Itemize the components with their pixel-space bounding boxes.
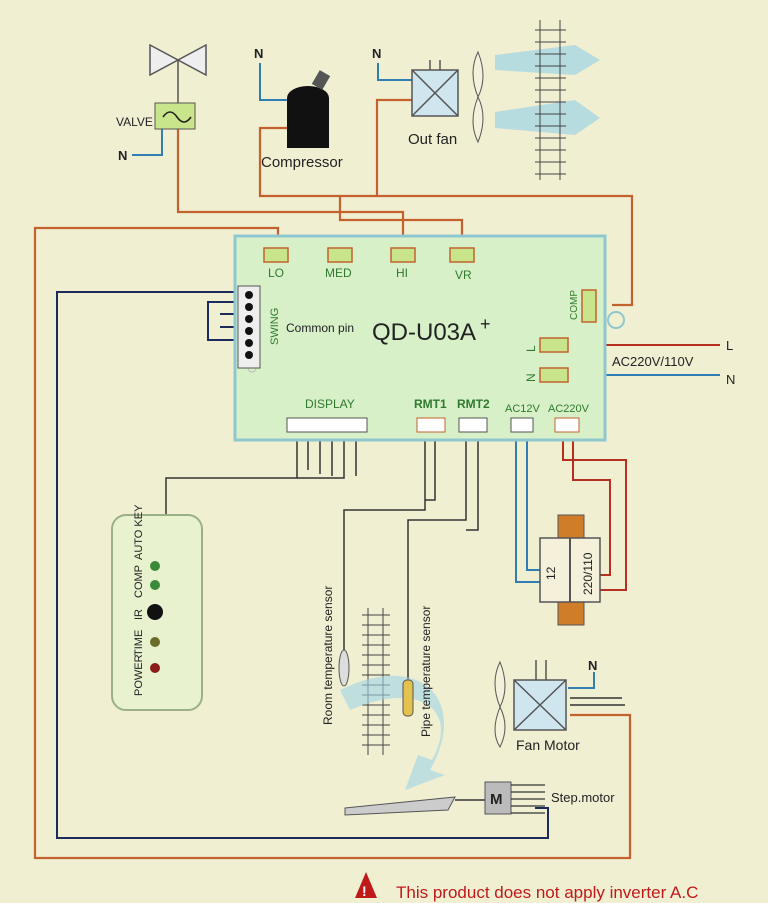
port-n: N xyxy=(524,373,538,382)
warning-text: This product does not apply inverter A.C xyxy=(396,883,698,902)
compressor-label: Compressor xyxy=(261,154,343,171)
ac12v-connector xyxy=(510,417,534,433)
room-sensor-probe-icon xyxy=(338,649,350,687)
power-l-label: L xyxy=(726,338,733,353)
valve-n-label: N xyxy=(118,148,127,163)
port-rmt2: RMT2 xyxy=(457,397,490,411)
display-leds xyxy=(147,561,163,673)
power-n-label: N xyxy=(726,372,735,387)
port-med: MED xyxy=(325,266,352,280)
valve-label: VALVE xyxy=(116,115,153,129)
condenser-coil-icon xyxy=(535,20,566,180)
port-vr: VR xyxy=(455,268,472,282)
port-lo: LO xyxy=(268,266,284,280)
evaporator-coil-icon xyxy=(362,608,390,755)
port-ac12v: AC12V xyxy=(505,403,541,415)
port-rmt1: RMT1 xyxy=(414,397,447,411)
fan-motor-n-label: N xyxy=(588,658,597,673)
port-comp: COMP xyxy=(569,290,580,320)
display-label-auto-key: AUTO KEY xyxy=(133,504,145,560)
svg-text:!: ! xyxy=(362,883,367,899)
orange-wires xyxy=(33,98,634,860)
step-motor-terminals xyxy=(511,784,545,814)
power-supply-label: AC220V/110V xyxy=(612,354,694,369)
port-ac220v: AC220V xyxy=(548,403,590,415)
out-fan-n-label: N xyxy=(372,46,381,61)
out-fan-airflow-icon xyxy=(495,45,600,135)
display-labels: AUTO KEY COMP IR TIME POWER xyxy=(133,504,145,696)
step-motor-label: Step.motor xyxy=(551,790,615,805)
out-fan-blade-icon xyxy=(472,50,484,144)
pipe-sensor-probe-icon xyxy=(402,679,414,717)
swing-pins xyxy=(245,291,253,359)
step-motor-icon xyxy=(484,781,512,815)
out-fan-motor-icon xyxy=(411,60,459,117)
port-swing: SWING xyxy=(269,308,281,345)
ac220v-connector xyxy=(554,417,580,433)
mount-hole-right xyxy=(607,311,625,329)
board-model: QD-U03A xyxy=(372,319,476,346)
louver-icon xyxy=(344,796,456,816)
display-label-power: POWER xyxy=(133,654,145,696)
display-connector xyxy=(286,417,368,433)
valve-symbol-icon xyxy=(149,43,207,103)
display-label-comp: COMP xyxy=(133,565,145,598)
fan-motor-blade-icon xyxy=(494,660,506,748)
fan-motor-icon xyxy=(513,660,567,731)
valve-coil-symbol-icon xyxy=(162,111,192,123)
out-fan-label: Out fan xyxy=(408,131,457,148)
fan-motor-label: Fan Motor xyxy=(516,737,580,753)
step-motor-mark: M xyxy=(490,791,503,808)
room-sensor-label: Room temperature sensor xyxy=(321,586,335,725)
port-l: L xyxy=(524,345,538,352)
compressor-icon xyxy=(287,70,331,148)
terminal-blocks xyxy=(263,247,597,383)
board-model-sup: + xyxy=(480,314,491,334)
warning-icon: ! xyxy=(355,872,377,899)
transformer-primary-label: 220/110 xyxy=(581,552,595,595)
port-display: DISPLAY xyxy=(305,397,355,411)
rmt2-connector xyxy=(458,417,488,433)
compressor-n-label: N xyxy=(254,46,263,61)
port-hi: HI xyxy=(396,266,408,280)
indoor-airflow-icon xyxy=(340,675,445,790)
pipe-sensor-label: Pipe temperature sensor xyxy=(419,606,433,737)
common-pin-label: Common pin xyxy=(286,321,354,335)
display-label-ir: IR xyxy=(133,609,145,620)
transformer-secondary-label: 12 xyxy=(544,566,558,580)
rmt1-connector xyxy=(416,417,446,433)
valve-coil xyxy=(154,102,196,130)
display-label-time: TIME xyxy=(133,630,145,656)
